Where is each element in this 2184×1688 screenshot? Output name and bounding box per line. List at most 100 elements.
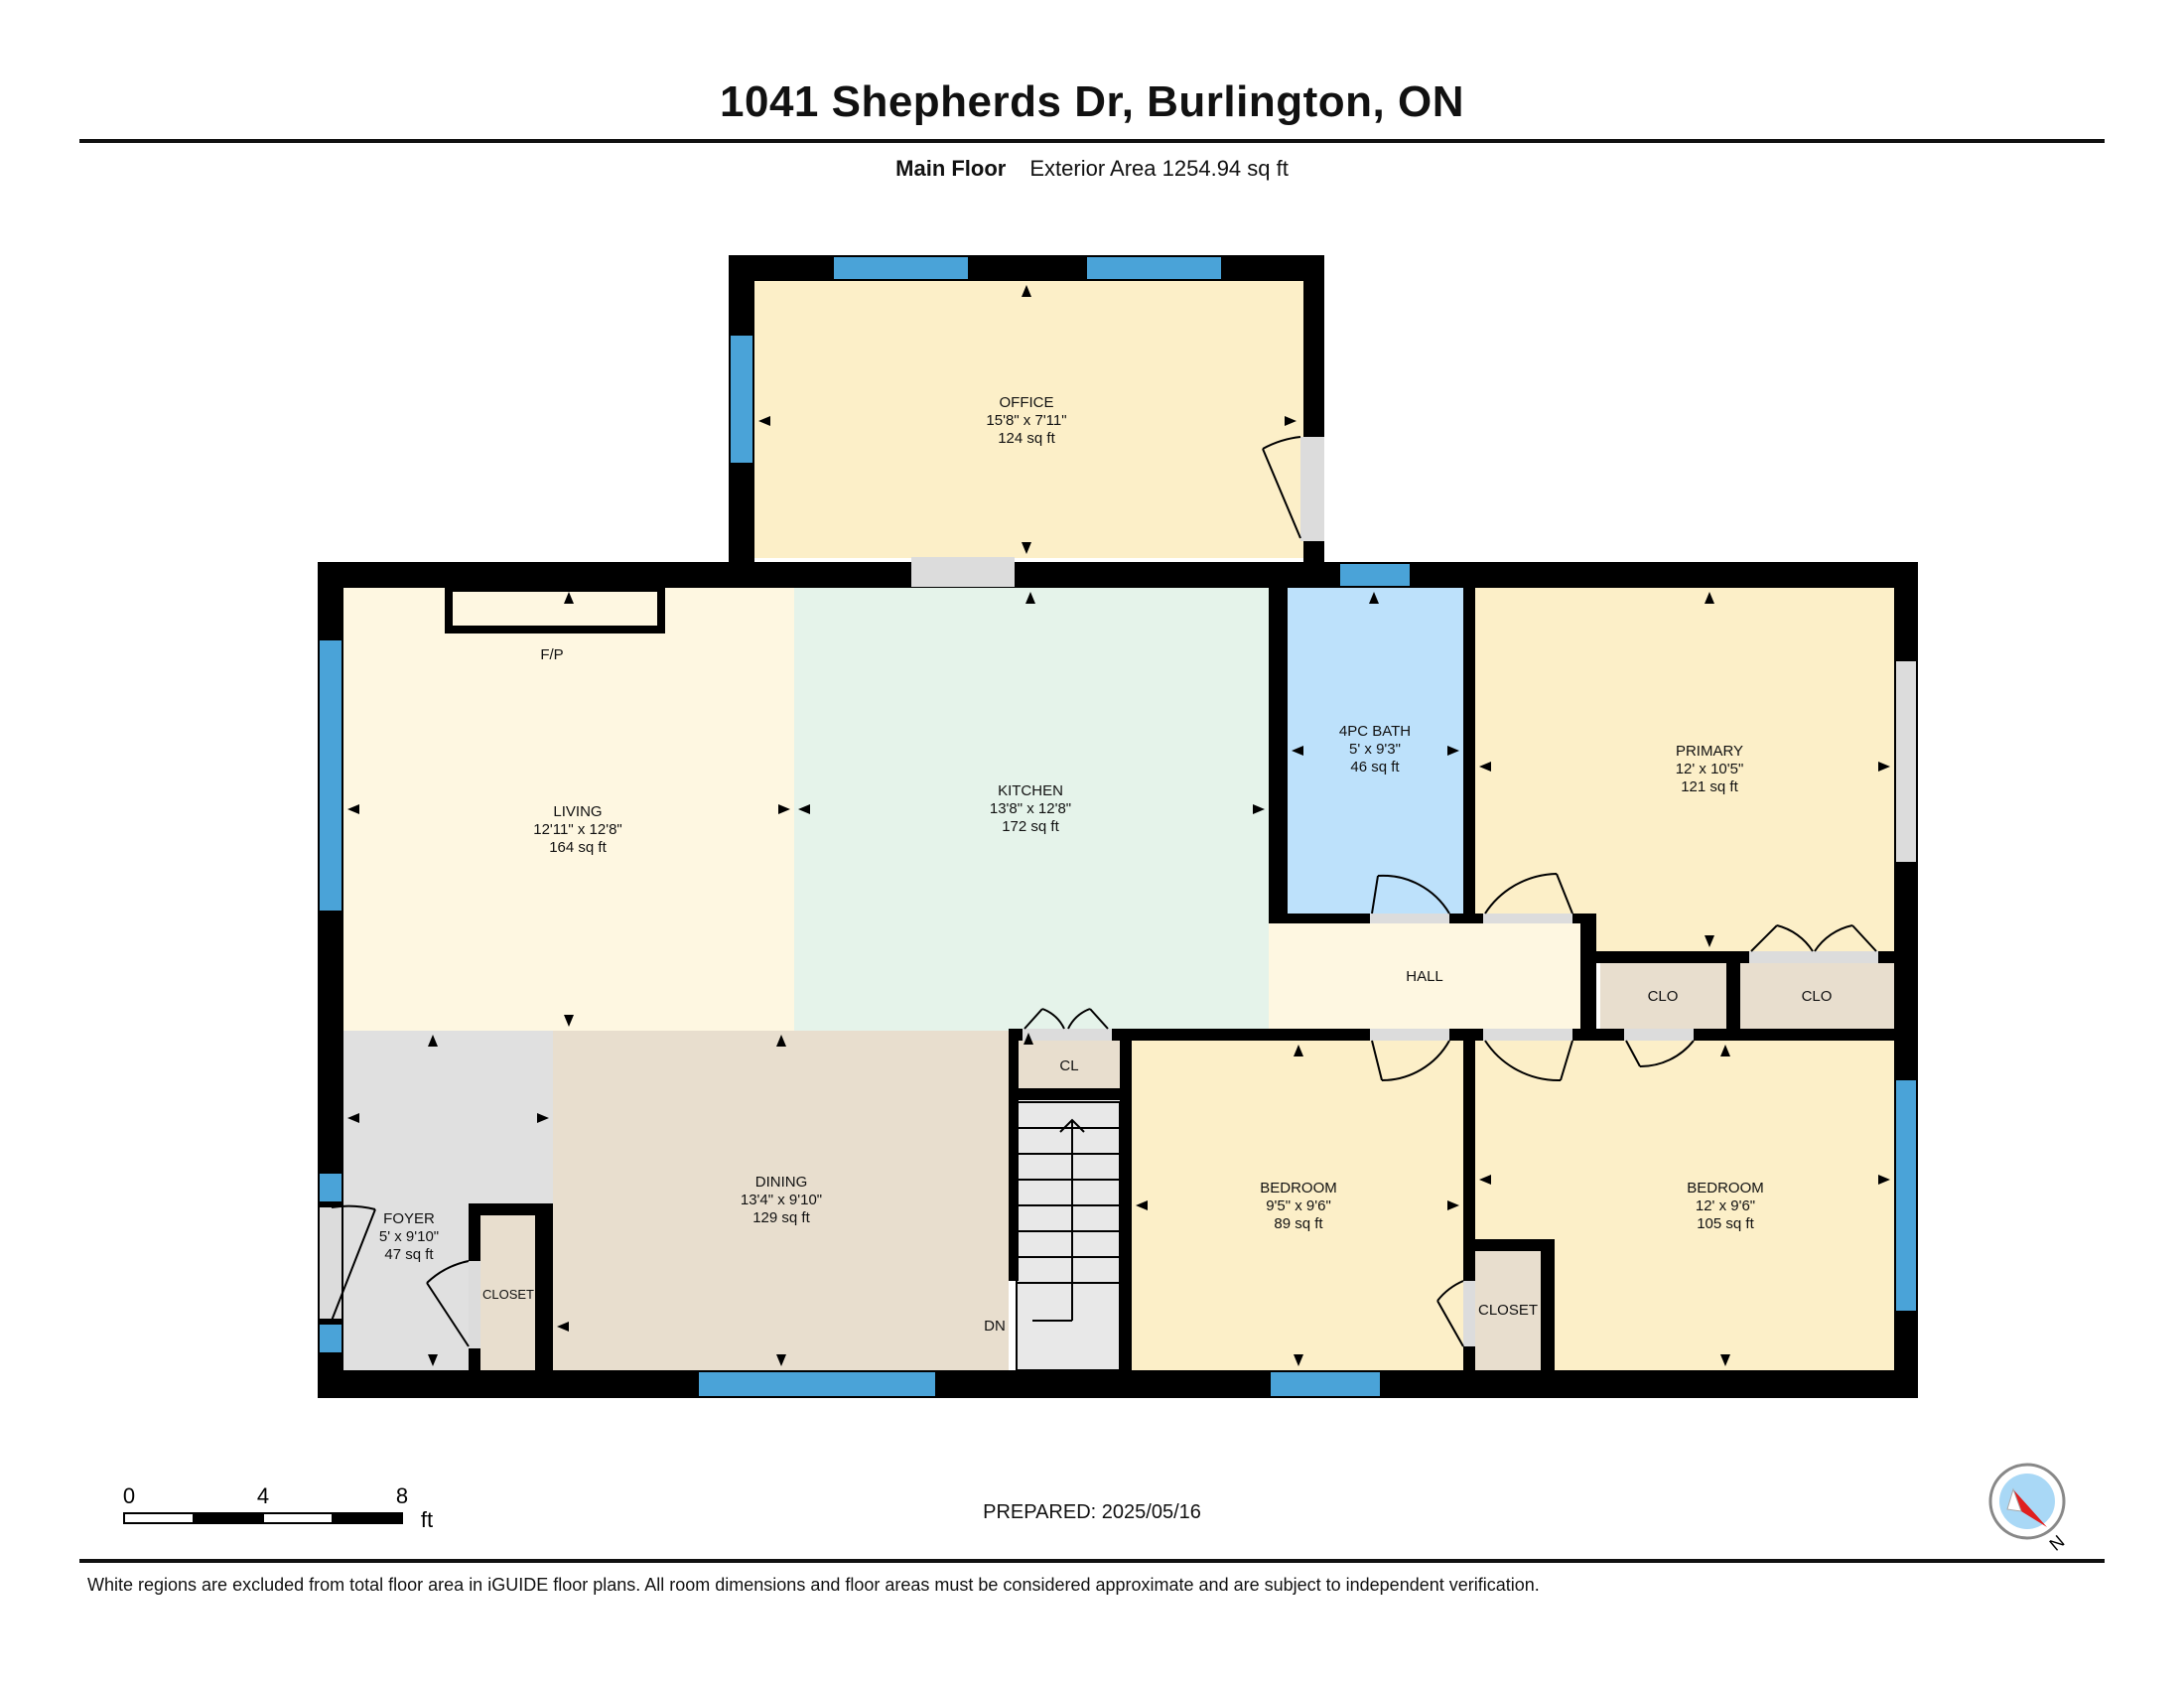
arrowhead xyxy=(1024,1033,1033,1045)
footer-rule xyxy=(79,1559,2105,1563)
arrowhead xyxy=(1025,592,1035,604)
bedroom2-area: 105 sq ft xyxy=(1697,1215,1754,1232)
door-swing xyxy=(1262,436,1301,539)
door-swing xyxy=(1625,1040,1695,1068)
door-swing xyxy=(1484,873,1573,914)
arrowhead xyxy=(1253,804,1265,814)
living-name: LIVING xyxy=(553,803,602,820)
prepared-date: PREPARED: 2025/05/16 xyxy=(983,1501,1201,1523)
office-area: 124 sq ft xyxy=(998,430,1055,447)
exterior-area: Exterior Area 1254.94 sq ft xyxy=(1029,156,1289,181)
window xyxy=(699,1372,935,1396)
opening xyxy=(320,1207,341,1319)
door-swing xyxy=(1436,1280,1464,1347)
window xyxy=(1087,257,1221,279)
wall xyxy=(1726,951,1740,1031)
foyer-closet-fill xyxy=(480,1215,535,1370)
primary-area: 121 sq ft xyxy=(1681,778,1738,795)
arrowhead xyxy=(1292,746,1303,756)
arrowhead xyxy=(1022,285,1031,297)
bath-fill xyxy=(1288,588,1463,920)
door-swing xyxy=(1371,874,1450,914)
bath-area: 46 sq ft xyxy=(1350,759,1400,775)
scale-unit: ft xyxy=(421,1507,433,1532)
arrowhead xyxy=(1878,1175,1890,1185)
arrowhead xyxy=(1447,1200,1459,1210)
wall xyxy=(1580,914,1596,1031)
opening xyxy=(469,1261,480,1348)
clo-label-1: CLO xyxy=(1648,988,1679,1005)
cl-label: CL xyxy=(1059,1057,1078,1074)
compass-needle-icon xyxy=(2013,1489,2047,1527)
window xyxy=(320,1325,341,1352)
wall xyxy=(318,562,1918,588)
clo1-fill xyxy=(1600,963,1726,1029)
wall xyxy=(1009,1088,1132,1100)
office-fill xyxy=(754,281,1303,558)
window xyxy=(834,257,968,279)
opening xyxy=(1896,661,1916,862)
arrowhead xyxy=(1022,542,1031,554)
dimension-arrows xyxy=(347,285,1890,1366)
opening xyxy=(1370,914,1449,923)
bedroom1-area: 89 sq ft xyxy=(1274,1215,1323,1232)
scale-bar: 0 4 8 ft xyxy=(123,1483,433,1532)
clo2-fill xyxy=(1740,963,1894,1029)
living-area: 164 sq ft xyxy=(549,839,607,856)
wall xyxy=(535,1203,553,1370)
window xyxy=(320,1174,341,1201)
living-fill xyxy=(342,588,794,1031)
foyer-closet-label: CLOSET xyxy=(482,1287,534,1302)
room-fills xyxy=(342,281,1894,1370)
floor-subtitle: Main Floor Exterior Area 1254.94 sq ft xyxy=(0,156,2184,182)
wall xyxy=(1541,1239,1555,1370)
arrowhead xyxy=(1479,1175,1491,1185)
opening xyxy=(1370,1029,1449,1041)
arrowhead xyxy=(776,1354,786,1366)
arrowhead xyxy=(557,1322,569,1332)
dining-name: DINING xyxy=(755,1174,808,1191)
page-title: 1041 Shepherds Dr, Burlington, ON xyxy=(720,77,1464,126)
opening xyxy=(1300,437,1324,541)
arrowhead xyxy=(1705,592,1714,604)
foyer-dims: 5' x 9'10" xyxy=(379,1228,439,1245)
primary-dims: 12' x 10'5" xyxy=(1676,761,1744,777)
arrowhead xyxy=(428,1354,438,1366)
wall xyxy=(1120,1029,1132,1396)
arrowhead xyxy=(778,804,790,814)
wall xyxy=(318,1370,1918,1398)
arrowhead xyxy=(1369,592,1379,604)
opening xyxy=(911,557,1015,587)
arrowhead xyxy=(1294,1045,1303,1056)
bedroom2-name: BEDROOM xyxy=(1687,1180,1764,1196)
door-swing xyxy=(1371,1040,1450,1081)
arrowhead xyxy=(347,804,359,814)
opening xyxy=(1483,914,1572,923)
primary-name: PRIMARY xyxy=(1676,743,1743,760)
arrowhead xyxy=(1720,1045,1730,1056)
arrowhead xyxy=(347,1113,359,1123)
wall xyxy=(469,1203,552,1215)
office-dims: 15'8" x 7'11" xyxy=(986,412,1066,429)
bath-dims: 5' x 9'3" xyxy=(1349,741,1401,758)
door-swing xyxy=(1814,924,1877,952)
dn-label: DN xyxy=(984,1318,1006,1335)
door-swing xyxy=(1750,924,1814,952)
room-labels: OFFICE 15'8" x 7'11" 124 sq ft F/P LIVIN… xyxy=(379,394,1833,1335)
wall xyxy=(729,255,1324,281)
bedroom-closet-fill xyxy=(1475,1251,1541,1370)
foyer-area: 47 sq ft xyxy=(384,1246,434,1263)
bedroom1-name: BEDROOM xyxy=(1260,1180,1337,1196)
floor-label: Main Floor xyxy=(895,156,1007,181)
compass-north: N xyxy=(2046,1531,2069,1555)
living-dims: 12'11" x 12'8" xyxy=(533,821,622,838)
wall xyxy=(1009,1031,1019,1281)
cl-fill xyxy=(1019,1041,1120,1088)
header-rule xyxy=(79,139,2105,143)
kitchen-name: KITCHEN xyxy=(998,782,1063,799)
kitchen-fill xyxy=(794,588,1269,1031)
arrowhead xyxy=(564,1015,574,1027)
arrowhead xyxy=(1285,416,1297,426)
arrowhead xyxy=(537,1113,549,1123)
compass: N xyxy=(1988,1463,2069,1555)
